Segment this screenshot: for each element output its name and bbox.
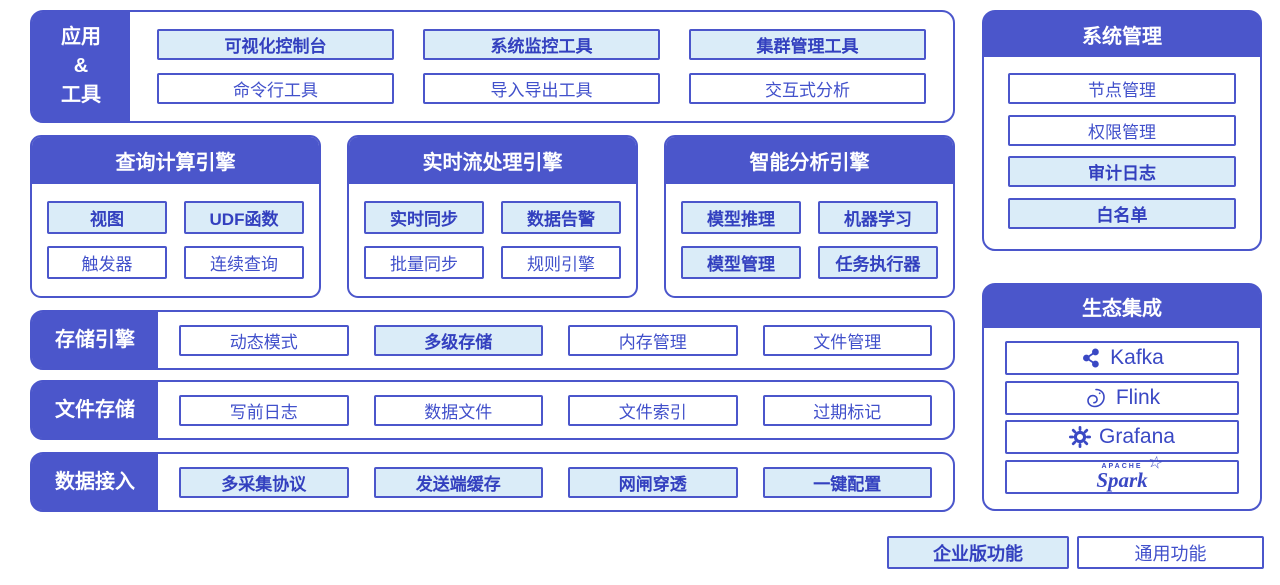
ecosystem-integration-title: 生态集成 [984, 285, 1260, 328]
block-view: 视图 [47, 201, 167, 234]
system-management-panel: 系统管理 节点管理 权限管理 审计日志 白名单 [982, 10, 1262, 251]
legend-general-feature: 通用功能 [1077, 536, 1264, 569]
apps-tools-label-line: & [73, 55, 89, 77]
block-expiry-marker: 过期标记 [762, 394, 932, 426]
grafana-icon [1069, 426, 1092, 449]
eco-item-label: Kafka [1110, 346, 1164, 370]
kafka-icon [1080, 347, 1102, 369]
ai-analysis-engine-card: 智能分析引擎 模型推理 机器学习 模型管理 任务执行器 [664, 135, 955, 298]
eco-item-label: Flink [1115, 385, 1161, 409]
block-whitelist: 白名单 [1008, 197, 1236, 229]
block-flink: Flink [1005, 380, 1239, 415]
block-model-inference: 模型推理 [681, 201, 801, 234]
block-node-management: 节点管理 [1008, 73, 1236, 105]
legend-enterprise-feature: 企业版功能 [887, 536, 1069, 569]
engines-row: 查询计算引擎 视图 UDF函数 触发器 连续查询 实时流处理引擎 实时同步 数据… [30, 135, 955, 298]
block-multi-protocol-collection: 多采集协议 [179, 466, 349, 498]
block-permission-management: 权限管理 [1008, 114, 1236, 146]
block-task-executor: 任务执行器 [818, 246, 938, 279]
block-data-alert: 数据告警 [501, 201, 621, 234]
block-visual-console: 可视化控制台 [157, 29, 394, 60]
block-continuous-query: 连续查询 [184, 246, 304, 279]
block-tiered-storage: 多级存储 [373, 324, 543, 356]
block-data-file: 数据文件 [373, 394, 543, 426]
storage-engine-row: 存储引擎 动态模式 多级存储 内存管理 文件管理 [30, 310, 955, 370]
file-storage-row: 文件存储 写前日志 数据文件 文件索引 过期标记 [30, 380, 955, 440]
engine-card-title: 实时流处理引擎 [349, 137, 636, 184]
block-import-export-tool: 导入导出工具 [423, 73, 660, 104]
query-compute-engine-card: 查询计算引擎 视图 UDF函数 触发器 连续查询 [30, 135, 321, 298]
block-system-monitor-tool: 系统监控工具 [423, 29, 660, 60]
block-batch-sync: 批量同步 [364, 246, 484, 279]
block-gateway-penetration: 网闸穿透 [568, 466, 738, 498]
spark-star-icon: ☆ [1146, 451, 1166, 473]
block-kafka: Kafka [1005, 341, 1239, 376]
block-machine-learning: 机器学习 [818, 201, 938, 234]
apps-tools-label: 应用 & 工具 [32, 12, 130, 121]
apps-tools-panel: 应用 & 工具 可视化控制台 系统监控工具 集群管理工具 命令行工具 导入导出工… [30, 10, 955, 123]
block-rule-engine: 规则引擎 [501, 246, 621, 279]
block-file-management: 文件管理 [762, 324, 932, 356]
data-ingestion-row: 数据接入 多采集协议 发送端缓存 网闸穿透 一键配置 [30, 452, 955, 512]
file-storage-label: 文件存储 [32, 382, 158, 438]
block-one-click-config: 一键配置 [762, 466, 932, 498]
engine-card-title: 查询计算引擎 [32, 137, 319, 184]
eco-item-label: Grafana [1099, 425, 1175, 449]
apps-tools-label-line: 工具 [61, 84, 101, 106]
spark-logo: APACHE Spark ☆ [1096, 451, 1165, 492]
block-memory-management: 内存管理 [568, 324, 738, 356]
engine-card-title: 智能分析引擎 [666, 137, 953, 184]
block-cluster-management-tool: 集群管理工具 [689, 29, 926, 60]
flink-icon [1084, 386, 1108, 410]
storage-engine-label: 存储引擎 [32, 312, 158, 368]
block-cli-tool: 命令行工具 [157, 73, 394, 104]
spark-apache-text: APACHE [1101, 462, 1143, 470]
block-write-ahead-log: 写前日志 [179, 394, 349, 426]
stream-processing-engine-card: 实时流处理引擎 实时同步 数据告警 批量同步 规则引擎 [347, 135, 638, 298]
block-realtime-sync: 实时同步 [364, 201, 484, 234]
block-grafana: Grafana [1005, 420, 1239, 455]
system-management-title: 系统管理 [984, 12, 1260, 57]
block-audit-log: 审计日志 [1008, 156, 1236, 188]
block-udf-function: UDF函数 [184, 201, 304, 234]
apps-tools-label-line: 应用 [61, 26, 101, 48]
block-model-management: 模型管理 [681, 246, 801, 279]
apps-tools-grid: 可视化控制台 系统监控工具 集群管理工具 命令行工具 导入导出工具 交互式分析 [130, 12, 953, 121]
block-trigger: 触发器 [47, 246, 167, 279]
data-ingestion-label: 数据接入 [32, 454, 158, 510]
block-spark: APACHE Spark ☆ [1005, 451, 1239, 494]
ecosystem-integration-panel: 生态集成 Kafka Flink Grafana APACHE Spark ☆ [982, 283, 1262, 511]
spark-wordmark: Spark [1096, 467, 1148, 492]
block-interactive-analysis: 交互式分析 [689, 73, 926, 104]
block-file-index: 文件索引 [568, 394, 738, 426]
block-dynamic-schema: 动态模式 [179, 324, 349, 356]
block-sender-cache: 发送端缓存 [373, 466, 543, 498]
